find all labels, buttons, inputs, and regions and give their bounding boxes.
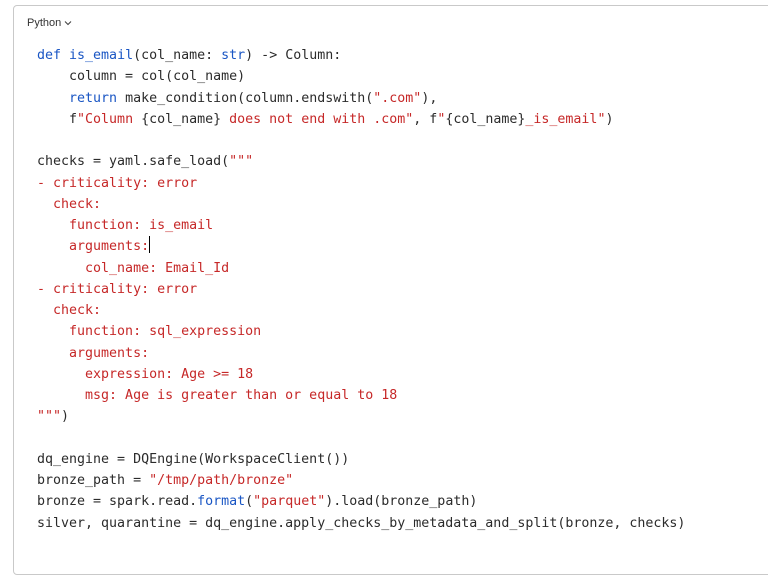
code-line: expression: Age >= 18 — [37, 364, 685, 385]
code-token: ".com" — [373, 90, 422, 106]
code-line: function: sql_expression — [37, 321, 685, 342]
code-token: is_email — [69, 48, 134, 63]
code-token: ), — [421, 90, 438, 106]
code-token: (col_name: — [133, 48, 222, 63]
code-token: "/tmp/path/bronze" — [149, 473, 294, 488]
code-line: arguments: — [37, 236, 685, 257]
code-token: ) — [605, 111, 614, 127]
code-token: ).load(bronze_path) — [325, 494, 478, 510]
code-token: ) -> Column: — [245, 48, 342, 63]
code-line: silver, quarantine = dq_engine.apply_che… — [37, 513, 685, 534]
code-token: , f — [413, 111, 438, 127]
code-token: _is_email" — [525, 111, 606, 127]
code-token: msg: Age is greater than or equal to 18 — [37, 388, 398, 403]
code-token: - criticality: error — [37, 175, 198, 191]
code-token: "Column — [77, 111, 142, 127]
code-token: function: is_email — [37, 218, 214, 233]
code-line — [37, 130, 685, 151]
code-line: return make_condition(column.endswith(".… — [37, 88, 685, 109]
code-token: bronze_path = — [37, 473, 150, 488]
code-token: format — [197, 494, 246, 510]
code-token: """ — [229, 154, 254, 170]
code-token: bronze = spark.read. — [37, 494, 198, 510]
code-token: silver, quarantine = dq_engine.apply_che… — [37, 515, 686, 531]
code-token: def — [37, 48, 70, 63]
code-line: - criticality: error — [37, 173, 685, 194]
code-token: return — [69, 90, 118, 106]
code-line: dq_engine = DQEngine(WorkspaceClient()) — [37, 449, 685, 470]
code-line: """) — [37, 406, 685, 427]
chevron-down-icon — [64, 21, 72, 26]
code-line: f"Column {col_name} does not end with .c… — [37, 109, 685, 130]
code-token: col_name: Email_Id — [37, 260, 230, 276]
code-token: make_condition(column.endswith( — [117, 90, 374, 106]
code-token: check: — [37, 303, 102, 318]
code-token: expression: Age >= 18 — [37, 366, 254, 382]
code-line: def is_email(col_name: str) -> Column: — [37, 45, 685, 66]
code-token: "parquet" — [253, 494, 326, 510]
code-token: f — [37, 111, 78, 127]
code-line: - criticality: error — [37, 279, 685, 300]
code-token: checks = yaml.safe_load( — [37, 154, 230, 170]
code-token: arguments: — [37, 239, 150, 255]
code-token: column = col(col_name) — [37, 69, 246, 85]
code-editor[interactable]: def is_email(col_name: str) -> Column: c… — [37, 45, 685, 534]
code-line — [37, 428, 685, 449]
code-line: function: is_email — [37, 215, 685, 236]
code-token: check: — [37, 196, 102, 212]
code-token: function: sql_expression — [37, 324, 262, 340]
code-token: ) — [61, 409, 70, 425]
code-token: ( — [245, 494, 254, 510]
code-token: " — [437, 111, 446, 127]
code-token — [37, 91, 69, 106]
code-line: check: — [37, 194, 685, 215]
code-token: str — [221, 48, 246, 63]
code-line: msg: Age is greater than or equal to 18 — [37, 385, 685, 406]
code-line: bronze = spark.read.format("parquet").lo… — [37, 491, 685, 512]
code-token: - criticality: error — [37, 281, 198, 297]
code-token: {col_name} — [141, 111, 222, 127]
code-token: """ — [37, 409, 62, 425]
code-line: column = col(col_name) — [37, 66, 685, 87]
code-line: checks = yaml.safe_load(""" — [37, 151, 685, 172]
code-line: check: — [37, 300, 685, 321]
code-token: does not end with .com" — [221, 111, 414, 127]
code-line: arguments: — [37, 343, 685, 364]
language-label: Python — [27, 17, 62, 29]
code-line: col_name: Email_Id — [37, 258, 685, 279]
language-selector[interactable]: Python — [27, 17, 72, 29]
code-token: {col_name} — [445, 111, 526, 127]
code-token: dq_engine = DQEngine(WorkspaceClient()) — [37, 451, 350, 467]
text-cursor — [149, 236, 151, 254]
code-line: bronze_path = "/tmp/path/bronze" — [37, 470, 685, 491]
notebook-code-cell[interactable]: Python def is_email(col_name: str) -> Co… — [13, 5, 768, 575]
code-token: arguments: — [37, 345, 150, 361]
